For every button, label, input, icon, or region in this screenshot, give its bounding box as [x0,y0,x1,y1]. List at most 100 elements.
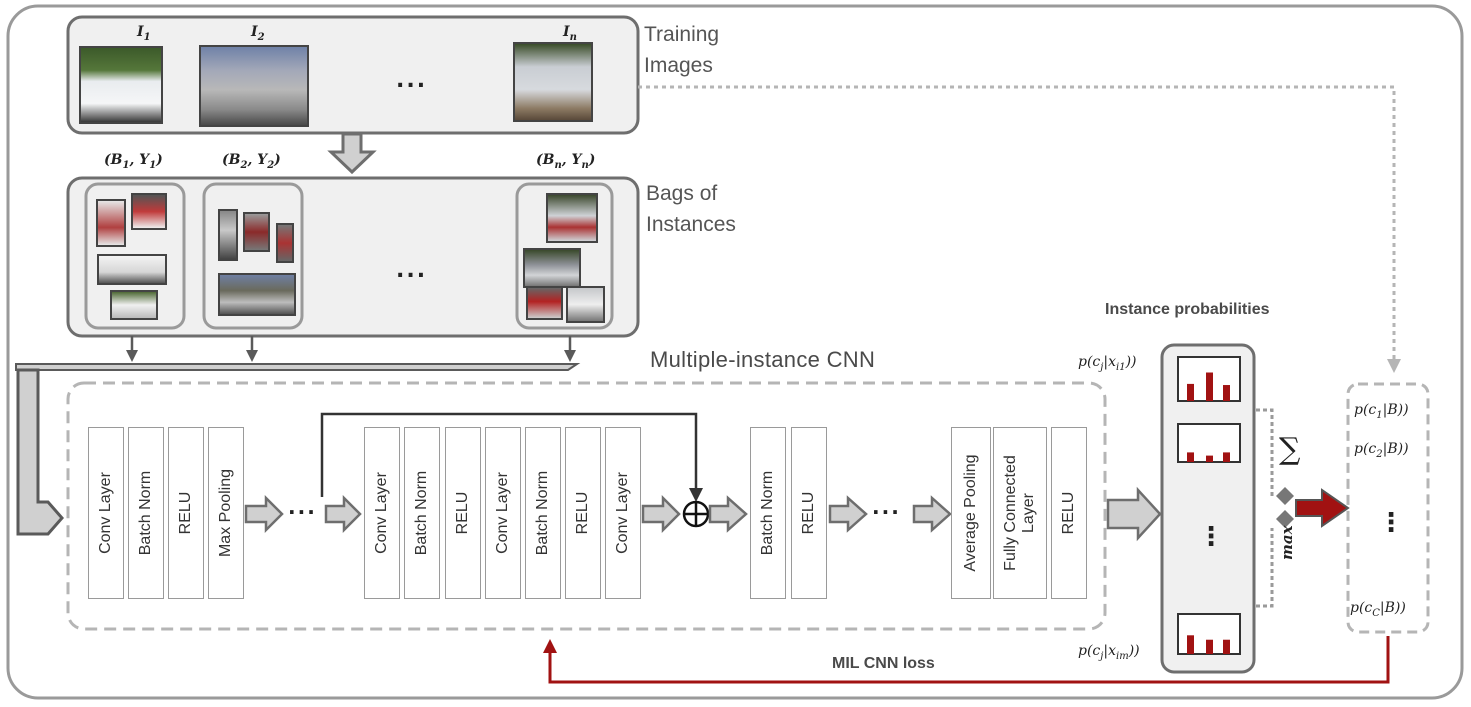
merge-line [15,363,581,371]
cnn-title: Multiple-instance CNN [650,347,876,372]
bag-prob-c: p(cC|B)) [1350,600,1406,619]
bag-prob-vertical-dots: ⋮ [1378,508,1406,538]
cnn-layer-batch-norm: Batch Norm [128,427,164,599]
dotted-connector-bottom [1256,528,1274,608]
instance-thumb [566,286,605,323]
cnn-layer-conv-layer: Conv Layer [485,427,521,599]
cnn-layer-label: Max Pooling [217,468,234,558]
training-image-n [513,42,593,122]
cnn-layer-average-pooling: Average Pooling [951,427,991,599]
cnn-layer-label: Fully Connected Layer [1002,455,1037,571]
bags-ellipsis: ... [396,258,428,283]
instance-thumb [110,290,158,320]
histogram-bar [1187,383,1194,401]
instance-thumb [131,193,167,230]
cnn-layer-label: Batch Norm [137,470,154,556]
block-arrow [641,494,681,534]
bag-label-n: (Bn, Yn) [536,152,596,171]
image-label-2: I2 [251,24,265,43]
block-arrow [912,495,952,533]
bag-prob-2: p(c2|B)) [1354,441,1409,460]
image-label-n: In [563,24,577,43]
mil-cnn-loss-label: MIL CNN loss [832,655,935,672]
histogram-bar [1206,639,1213,654]
histograms [1177,356,1241,655]
aggregator-diamond-bottom [1276,510,1294,528]
bag-label-1: (B1, Y1) [104,152,163,171]
cnn-layer-label: Conv Layer [373,472,390,554]
layers-ellipsis-1: ··· [288,500,317,524]
cnn-box [66,381,1107,631]
cnn-layer-label: RELU [574,491,591,535]
bag-label-2: (B2, Y2) [222,152,281,171]
training-image-1 [79,46,163,124]
block-arrow [1106,486,1162,542]
instance-probabilities-label: Instance probabilities [1105,301,1270,318]
max-label: max [1278,525,1296,560]
histogram-bar [1206,455,1213,462]
cnn-layer-fully-connected-layer: Fully Connected Layer [993,427,1047,599]
cnn-layer-conv-layer: Conv Layer [605,427,641,599]
layers-ellipsis-2: ··· [872,500,901,524]
cnn-layer-label: RELU [454,491,471,535]
instance-thumb [218,273,296,316]
outer-frame [6,4,1464,700]
block-arrow [324,494,362,534]
block-arrow [708,495,748,533]
instance-thumb [96,199,126,247]
skip-connection [320,412,703,502]
cnn-layer-batch-norm: Batch Norm [525,427,561,599]
sum-symbol: ∑ [1279,432,1301,467]
cnn-layer-relu: RELU [1051,427,1087,599]
loss-line [543,636,1390,684]
instance-prob-bottom-label: p(cj|xim)) [1078,643,1140,662]
histogram-bar [1223,639,1230,654]
cnn-layer-relu: RELU [791,427,827,599]
histogram-bar [1206,372,1213,401]
cnn-layer-relu: RELU [168,427,204,599]
training-images-label: Training Images [644,23,720,77]
bag-prob-1: p(c1|B)) [1354,402,1409,421]
cnn-layer-batch-norm: Batch Norm [750,427,786,599]
instance-thumb [276,223,294,263]
cnn-layer-label: Batch Norm [413,470,430,556]
instance-vertical-dots: ⋮ [1198,522,1226,552]
merge-block-arrow [16,368,64,536]
block-arrow [244,494,284,534]
instance-thumb [523,248,581,288]
cnn-layer-label: Conv Layer [614,472,631,554]
cnn-layer-conv-layer: Conv Layer [364,427,400,599]
cnn-layer-label: Batch Norm [534,470,551,556]
histogram-bar [1187,635,1194,654]
training-image-2 [199,45,309,127]
instance-thumb [526,286,563,320]
bags-of-instances-label: Bags of Instances [646,182,736,236]
dotted-connector-top [1256,408,1274,496]
instance-thumb [97,254,167,285]
histogram-bar [1187,452,1194,462]
cnn-layer-label: Conv Layer [97,472,114,554]
cnn-layer-batch-norm: Batch Norm [404,427,440,599]
block-arrow [828,495,868,533]
red-block-arrow [1295,488,1350,528]
instance-thumb [546,193,598,243]
cnn-layer-label: Average Pooling [962,454,979,572]
instance-thumb [218,209,238,261]
cnn-layer-label: RELU [177,491,194,535]
aggregator-diamond-top [1276,487,1294,505]
instance-prob-top-label: p(cj|xi1)) [1078,354,1137,373]
cnn-layer-relu: RELU [445,427,481,599]
instance-thumb [243,212,270,252]
histogram-bar [1223,452,1230,462]
cnn-layer-max-pooling: Max Pooling [208,427,244,599]
cnn-layer-label: RELU [1060,491,1077,535]
cnn-layer-conv-layer: Conv Layer [88,427,124,599]
cnn-layer-label: RELU [800,491,817,535]
histogram-bar [1223,385,1230,401]
image-label-1: I1 [137,24,151,43]
down-block-arrow [327,132,377,175]
images-ellipsis: ... [396,68,428,93]
cnn-layer-label: Batch Norm [759,470,776,556]
cnn-layer-relu: RELU [565,427,601,599]
